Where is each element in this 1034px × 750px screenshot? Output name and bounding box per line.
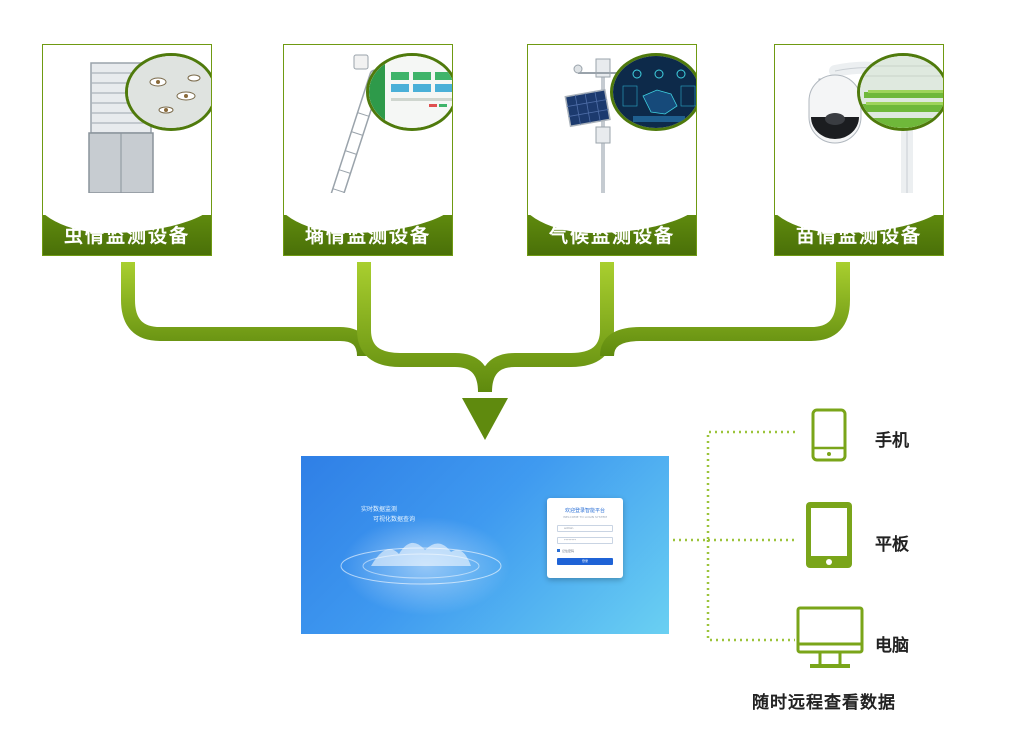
insect-photo-bubble	[125, 53, 211, 131]
platform-screenshot: 实时数据监测 可视化数据查询 欢迎登录智能平台 WELCOME TO LOGIN…	[301, 456, 669, 634]
terminal-label-tablet: 平板	[875, 535, 909, 555]
login-button[interactable]: 登录	[557, 558, 613, 565]
connector-soil	[357, 262, 492, 393]
card-banner	[528, 193, 696, 255]
device-label: 苗情监测设备	[795, 225, 922, 247]
device-label: 虫情监测设备	[63, 225, 190, 247]
dotted-link-computer	[706, 540, 795, 642]
dotted-link-phone	[673, 430, 795, 542]
username-field[interactable]: admin	[557, 525, 613, 532]
card-banner	[43, 193, 211, 255]
card-banner	[284, 193, 452, 255]
device-label: 气候监测设备	[548, 225, 675, 247]
connector-seedling	[600, 262, 850, 357]
remote-access-caption: 随时远程查看数据	[752, 693, 896, 713]
terminal-label-phone: 手机	[875, 431, 909, 451]
device-card-climate[interactable]: 气候监测设备	[527, 44, 697, 256]
password-field[interactable]: ********	[557, 537, 613, 544]
platform-slogan-1: 实时数据监测	[361, 506, 398, 513]
login-box: 欢迎登录智能平台 WELCOME TO LOGIN SYSTEM admin *…	[547, 498, 623, 578]
dashboard-screenshot-bubble	[610, 53, 696, 131]
device-card-insect[interactable]: 虫情监测设备	[42, 44, 212, 256]
tablet-icon	[806, 502, 852, 568]
device-card-seedling[interactable]: 苗情监测设备	[774, 44, 944, 256]
terminal-label-computer: 电脑	[875, 636, 909, 656]
platform-slogan-2: 可视化数据查询	[373, 516, 416, 523]
phone-icon	[811, 408, 847, 462]
device-card-soil[interactable]: 墒情监测设备	[283, 44, 453, 256]
connector-insect	[121, 262, 371, 357]
device-label: 墒情监测设备	[304, 225, 431, 247]
remember-checkbox[interactable]: 记住密码	[557, 549, 574, 553]
connector-climate	[478, 262, 614, 393]
computer-icon	[796, 606, 864, 668]
software-screenshot-bubble	[366, 53, 452, 131]
greenhouse-photo-bubble	[857, 53, 943, 131]
down-arrow-icon	[462, 398, 508, 440]
login-title: 欢迎登录智能平台	[564, 508, 605, 514]
card-banner	[775, 193, 943, 255]
data-hologram-icon	[340, 542, 502, 585]
login-subtitle: WELCOME TO LOGIN SYSTEM	[563, 515, 607, 519]
